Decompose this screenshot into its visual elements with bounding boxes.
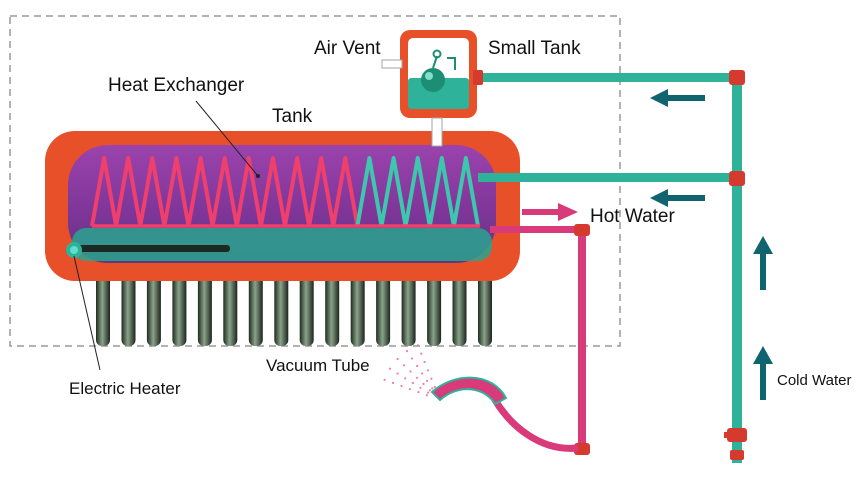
shower-hose (491, 398, 579, 452)
spray-droplet (400, 384, 403, 388)
spray-droplet (433, 385, 436, 389)
electric-heater (66, 242, 230, 258)
spray-droplet (425, 394, 428, 397)
spray-droplet (417, 391, 420, 394)
small-tank (400, 30, 477, 147)
arrow-right-hot (522, 203, 578, 221)
arrow-left-upper (650, 89, 705, 107)
hot-water-piping (383, 224, 590, 455)
heat-exchanger-coil-hot (90, 156, 360, 227)
spray-droplet (396, 372, 399, 375)
pipe-fitting (729, 171, 745, 186)
spray-droplet (415, 376, 419, 379)
tank-water-layer (72, 228, 492, 261)
flow-arrows (522, 89, 773, 400)
spray-droplet (411, 381, 414, 385)
spray-droplet (422, 382, 425, 386)
main-tank (45, 131, 520, 281)
pipe-fitting (473, 70, 483, 85)
spray-droplet (419, 386, 422, 389)
electric-heater-leader (73, 255, 101, 371)
spray-droplet (388, 367, 392, 370)
label-tank: Tank (272, 106, 313, 127)
spray-droplet (426, 369, 430, 372)
spray-droplet (431, 387, 434, 390)
air-vent-pipe (381, 59, 403, 69)
heat-exchanger-coil-cold (355, 156, 480, 227)
water-spray-icon (383, 344, 436, 397)
arrow-up-upper (753, 236, 773, 290)
inlet-valve-icon (727, 428, 747, 442)
arrow-left-lower (650, 189, 705, 207)
spray-droplet (421, 372, 424, 375)
spray-droplet (396, 357, 399, 361)
label-small-tank: Small Tank (488, 38, 581, 59)
cold-water-piping (473, 70, 747, 463)
pipe-fitting (574, 224, 590, 236)
heat-exchanger-leader (195, 100, 259, 177)
spray-droplet (391, 381, 395, 384)
spray-droplet (420, 352, 423, 355)
spray-droplet (416, 364, 419, 368)
label-heat-exchanger: Heat Exchanger (108, 75, 245, 96)
shower-head (430, 376, 508, 406)
inlet-valve-icon (724, 432, 730, 438)
spray-droplet (426, 379, 429, 382)
spray-droplet (427, 391, 430, 394)
spray-droplet (428, 389, 431, 392)
label-air-vent: Air Vent (314, 38, 381, 59)
spray-droplet (409, 370, 412, 373)
label-vacuum-tube: Vacuum Tube (266, 356, 370, 375)
label-cold-water: Cold Water (777, 372, 852, 389)
spray-droplet (404, 377, 407, 380)
spray-droplet (430, 377, 433, 380)
pipe-fitting (574, 443, 590, 455)
float-valve-icon (421, 49, 456, 92)
spray-droplet (416, 344, 419, 347)
spray-droplet (405, 350, 409, 353)
label-hot-water: Hot Water (590, 206, 675, 227)
spray-droplet (402, 364, 406, 367)
spray-droplet (410, 357, 414, 360)
spray-droplet (423, 360, 426, 364)
spray-droplet (383, 378, 386, 381)
spray-droplet (408, 388, 411, 391)
label-electric-heater: Electric Heater (69, 379, 181, 398)
small-tank-outlet-pipe (431, 117, 443, 147)
arrow-up-lower (753, 346, 773, 400)
pipe-fitting (729, 70, 745, 85)
